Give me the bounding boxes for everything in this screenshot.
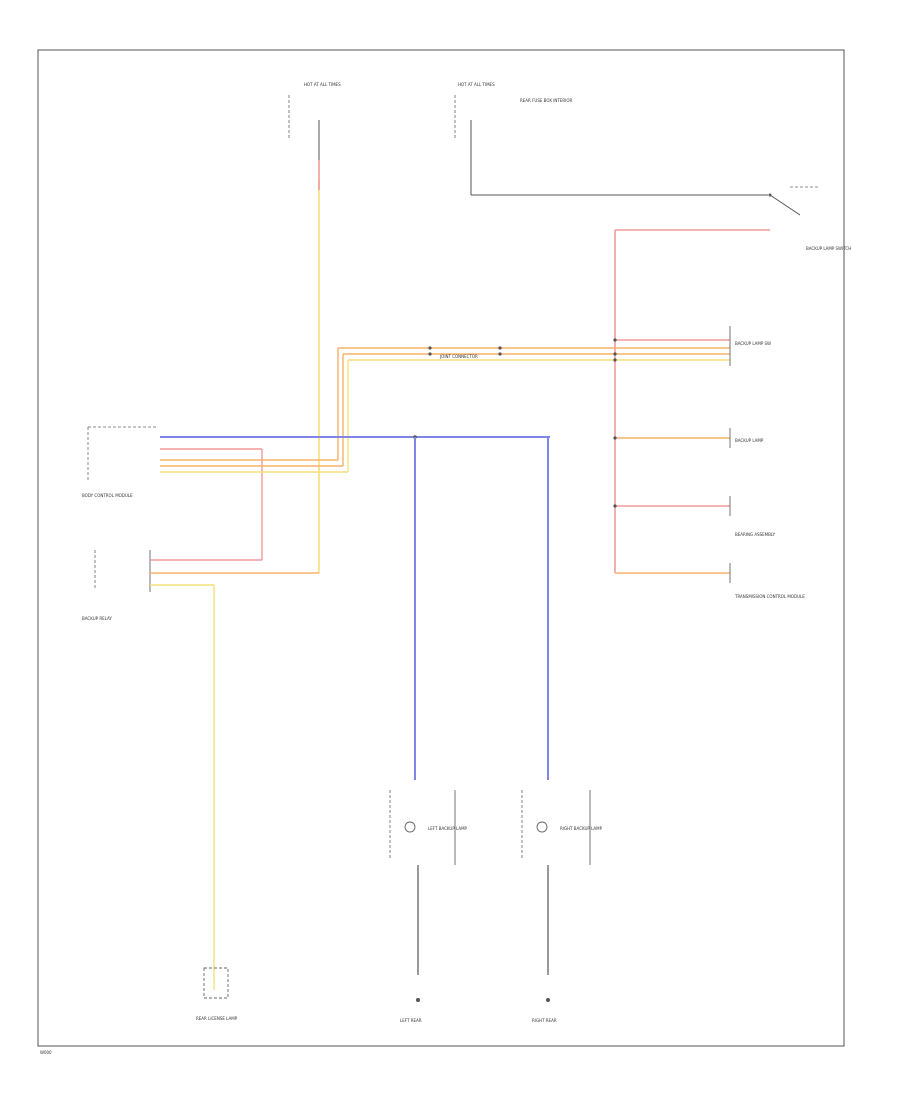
hot-label-right: HOT AT ALL TIMES: [458, 82, 495, 87]
right-lamp-bulb-icon: [536, 821, 548, 833]
hot-label-left: HOT AT ALL TIMES: [304, 82, 341, 87]
right-lamp-ground-icon: [546, 998, 550, 1002]
diagram-frame: [37, 49, 845, 1047]
right-fuse-source: HOT AT ALL TIMES REAR FUSE BOX INTERIOR: [454, 82, 768, 196]
node-orange-2: [613, 436, 617, 440]
right-backup-lamp: RIGHT BACKUP LAMP RIGHT REAR: [521, 790, 603, 1023]
node-red-4: [613, 504, 617, 508]
left-lamp-label: LEFT BACKUP LAMP: [428, 826, 468, 831]
left-lamp-ground-icon: [416, 998, 420, 1002]
ground-label-mid: LEFT REAR: [400, 1018, 422, 1023]
license-lamp-box: [203, 967, 229, 999]
joint-node-4: [498, 352, 502, 356]
node-red-2: [613, 352, 617, 356]
node-red-1: [613, 338, 617, 342]
right-lamp-label: RIGHT BACKUP LAMP: [560, 826, 603, 831]
switch-label: BACKUP LAMP SWITCH: [806, 246, 851, 251]
right-label-2: BACKUP LAMP: [735, 438, 764, 443]
switch-terminal-icon: [768, 193, 772, 197]
upper-wire-bundle: JOINT CONNECTOR: [337, 338, 730, 472]
joint-connector-label: JOINT CONNECTOR: [439, 354, 478, 359]
joint-node-2: [428, 352, 432, 356]
left-backup-lamp: LEFT BACKUP LAMP LEFT REAR: [389, 790, 468, 1023]
backup-relay: BACKUP RELAY: [82, 550, 319, 990]
license-lamp: REAR LICENSE LAMP: [196, 967, 238, 1021]
right-label-4: TRANSMISSION CONTROL MODULE: [734, 594, 805, 599]
left-module-section: BODY CONTROL MODULE: [82, 426, 550, 560]
module-label: BODY CONTROL MODULE: [82, 493, 133, 498]
ground-label-left: REAR LICENSE LAMP: [196, 1016, 238, 1021]
right-label-3: BEARING ASSEMBLY: [735, 532, 776, 537]
diagram-footer: W000: [40, 1050, 52, 1055]
fuse-box-note: REAR FUSE BOX INTERIOR: [520, 98, 572, 103]
joint-node-3: [498, 346, 502, 350]
left-fuse-source: HOT AT ALL TIMES: [288, 82, 341, 180]
joint-node-1: [428, 346, 432, 350]
switch-contact-icon: [769, 194, 801, 216]
right-connectors: BACKUP LAMP SW BACKUP LAMP BEARING ASSEM…: [613, 326, 805, 599]
node-red-3: [613, 358, 617, 362]
ground-label-right: RIGHT REAR: [532, 1018, 557, 1023]
backup-lamp-switch: BACKUP LAMP SWITCH: [768, 186, 851, 251]
relay-label: BACKUP RELAY: [82, 616, 112, 621]
left-lamp-bulb-icon: [404, 821, 416, 833]
right-label-1: BACKUP LAMP SW: [735, 341, 771, 346]
